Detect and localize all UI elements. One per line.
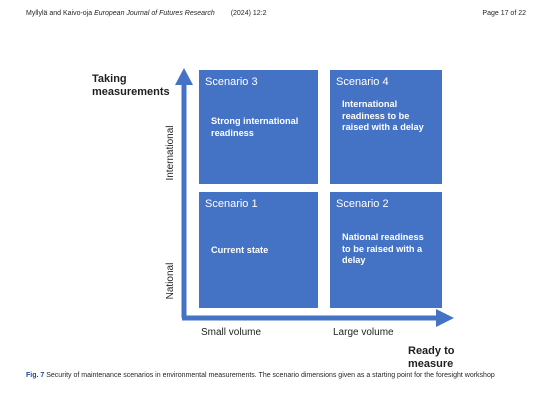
citation-volume: (2024) 12:2 [230, 10, 267, 17]
running-head: Myllylä and Kaivo-oja European Journal o… [26, 10, 526, 24]
scenario-3-title: Scenario 3 [205, 76, 258, 88]
scenario-1-box: Scenario 1 Current state [199, 192, 318, 308]
y-level-international: International [165, 125, 176, 181]
y-axis-title: Taking measurements [92, 73, 170, 98]
scenario-3-description: Strong international readiness [211, 116, 299, 138]
x-axis-arrowhead [436, 309, 454, 327]
scenario-1-description: Current state [211, 245, 269, 255]
x-level-small-volume: Small volume [201, 327, 262, 338]
scenario-2-title: Scenario 2 [336, 198, 389, 210]
scenario-2-box: Scenario 2 National readiness to be rais… [330, 192, 442, 308]
scenario-4-description: International readiness to be raised wit… [342, 99, 424, 132]
scenario-2-description: National readiness to be raised with a d… [342, 232, 424, 265]
y-level-national: National [165, 262, 176, 300]
x-level-large-volume: Large volume [333, 327, 394, 338]
authors: Myllylä and Kaivo-oja [26, 10, 93, 17]
journal-name: European Journal of Futures Research [94, 10, 215, 17]
scenario-1-title: Scenario 1 [205, 198, 258, 210]
y-axis-arrowhead [175, 68, 193, 85]
scenario-4-box: Scenario 4 International readiness to be… [330, 70, 442, 184]
page-number: Page 17 of 22 [482, 10, 526, 17]
figure-caption: Fig. 7 Security of maintenance scenarios… [26, 371, 526, 381]
scenario-3-box: Scenario 3 Strong international readines… [199, 70, 318, 184]
caption-text: Security of maintenance scenarios in env… [46, 372, 495, 379]
running-head-citation: Myllylä and Kaivo-oja European Journal o… [26, 10, 267, 17]
figure-label: Fig. 7 [26, 372, 45, 379]
scenario-4-title: Scenario 4 [336, 76, 389, 88]
x-axis-title: Ready to measure [408, 345, 455, 370]
